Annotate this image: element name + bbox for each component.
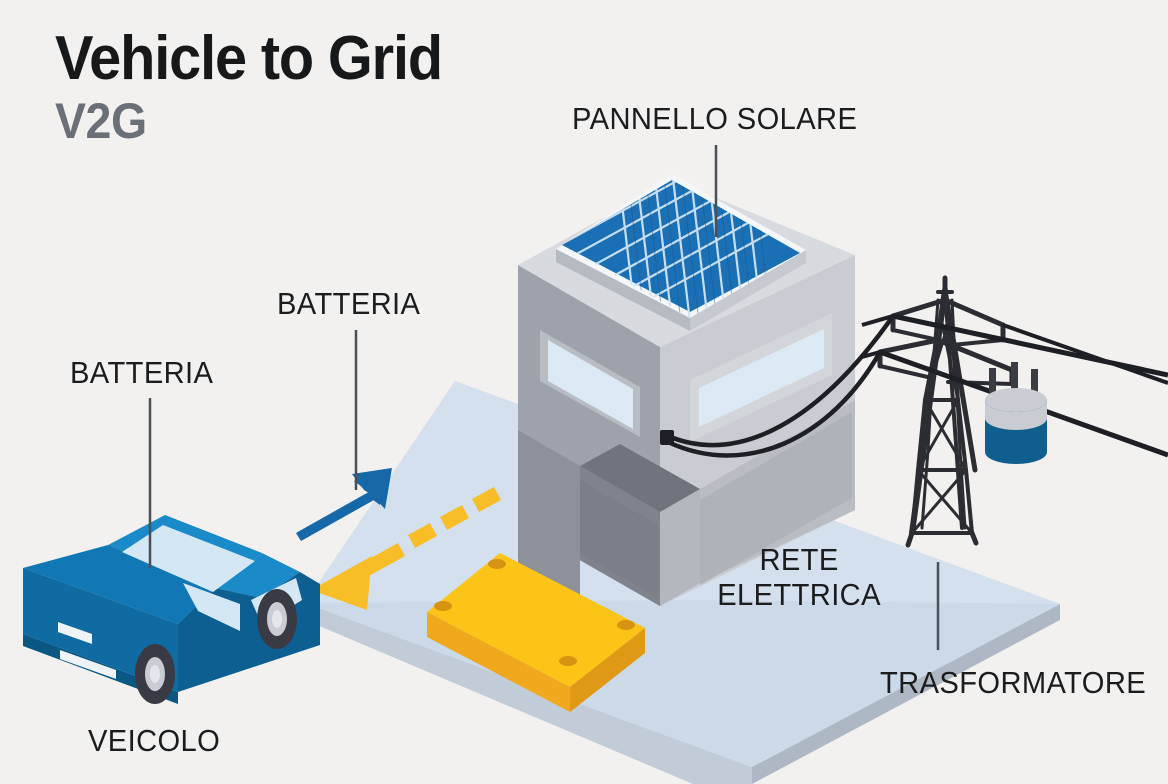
electric-vehicle [23,515,320,704]
label-grid-line2: ELETTRICA [717,576,881,612]
page-title: Vehicle to Grid V2G [55,24,471,149]
grid-cables [667,314,895,458]
label-battery-grid: BATTERIA [277,286,421,321]
label-battery-vehicle: BATTERIA [70,355,214,390]
leader-lines [148,145,940,650]
transformer [985,362,1047,464]
charge-arrow [296,468,392,541]
cable-connector [660,430,674,445]
label-transformer: TRASFORMATORE [880,665,1147,700]
battery-block [427,553,645,712]
label-solar-panel: PANNELLO SOLARE [572,101,858,136]
label-vehicle: VEICOLO [88,723,221,758]
discharge-arrow [311,487,501,610]
label-grid-line1: RETE [759,542,839,577]
title-main: Vehicle to Grid [55,24,443,93]
title-subtitle: V2G [55,93,147,149]
